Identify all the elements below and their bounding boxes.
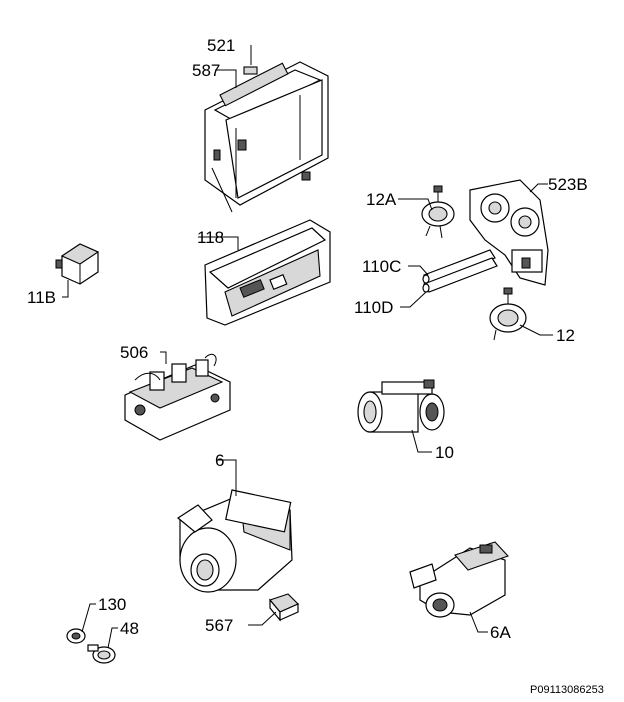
part-6-circulation-pump [176,459,293,593]
part-10-heater [357,379,445,453]
callout-12a: 12A [366,190,397,209]
callout-521: 521 [207,36,235,55]
callout-523b: 523B [548,175,588,194]
callout-6: 6 [215,451,224,470]
part-48-screw [87,627,118,664]
part-506-wiring-block [124,351,231,441]
callout-48: 48 [120,619,139,638]
callout-6a: 6A [490,623,511,642]
part-6a-drain-pump [409,541,509,633]
part-567 [248,593,299,626]
part-12a-pressure-switch [398,185,455,239]
callout-11b: 11B [27,288,56,307]
callout-118: 118 [197,228,224,247]
part-523b-bracket [469,179,549,286]
callout-506: 506 [120,343,148,362]
part-11b-relay [55,243,100,298]
callout-567: 567 [205,616,233,635]
part-521 [243,45,258,75]
part-587-electronic-module [204,61,329,213]
diagram-reference-code: P09113086253 [530,684,604,696]
part-118-dispenser [198,219,331,326]
callout-110d: 110D [354,298,393,317]
part-110c-110d-hoses [400,249,498,308]
callout-587: 587 [192,61,220,80]
callout-12: 12 [556,326,575,345]
callout-130: 130 [98,595,126,614]
callout-110c: 110C [362,257,401,276]
callout-10: 10 [435,443,454,462]
part-130-ring [66,603,96,644]
part-12-pressure-switch [489,287,553,341]
